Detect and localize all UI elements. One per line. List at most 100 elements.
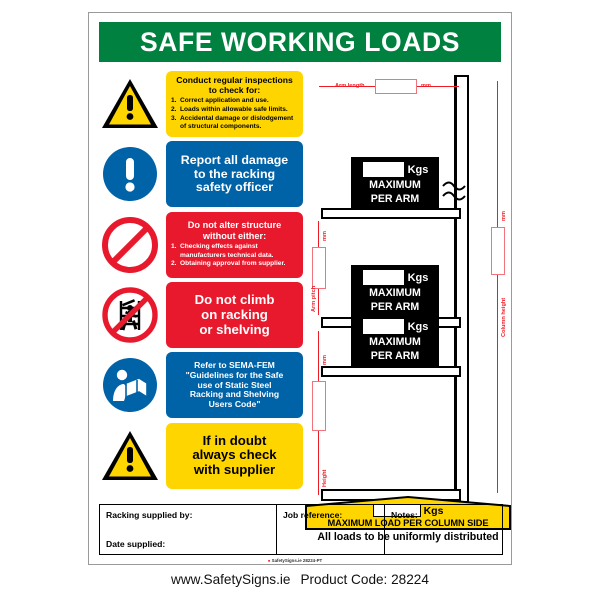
upright-column-fill (456, 77, 467, 501)
max-load-plate: Kgs MAXIMUM PER ARM (351, 314, 439, 366)
break-symbol-icon (442, 181, 466, 201)
warning-triangle-icon (99, 425, 161, 487)
list-text: Obtaining approval from supplier. (180, 260, 286, 268)
arm-length-value-field[interactable] (375, 79, 417, 94)
load-value-field[interactable] (361, 161, 405, 179)
arm-pitch-value-field[interactable] (312, 247, 326, 289)
racking-diagram: Kgs MAXIMUM PER ARM Kgs MAXIMUM PER ARM (309, 69, 507, 503)
plate-line1: MAXIMUM (369, 287, 421, 300)
load-value-field[interactable] (361, 269, 405, 287)
message-line: Racking and Shelving (189, 389, 280, 400)
arm-length-label: Arm length (335, 82, 365, 89)
message-line: to the racking (193, 166, 276, 181)
list-item: 1.Correct application and use. (171, 97, 298, 106)
message-title-line2: without either: (202, 230, 267, 241)
plate-line2: PER ARM (370, 300, 420, 313)
notes-label: Notes: (391, 510, 418, 520)
kgs-label: Kgs (423, 504, 444, 517)
alter-conditions-list: 1.Checking effects against manufacturers… (171, 243, 298, 269)
instruction-row: Refer to SEMA-FEM "Guidelines for the Sa… (99, 350, 303, 420)
message-line: always check (192, 447, 277, 463)
list-text: Loads within allowable safe limits. (180, 106, 288, 114)
job-reference-label: Job reference: (283, 510, 343, 520)
instruction-row: Do not climb on racking or shelving (99, 280, 303, 350)
max-load-plate: Kgs MAXIMUM PER ARM (351, 265, 439, 317)
message-line: or shelving (199, 321, 270, 337)
message-line: on racking (201, 306, 268, 322)
list-number: 2. (171, 260, 177, 268)
do-not-alter-message: Do not alter structure without either: 1… (166, 211, 303, 278)
sema-fem-message: Refer to SEMA-FEM "Guidelines for the Sa… (166, 352, 303, 419)
racking-supplied-by-box[interactable]: Racking supplied by: Date supplied: (99, 504, 277, 555)
kgs-label: Kgs (407, 271, 429, 284)
message-line: Do not climb (194, 291, 275, 307)
list-item: 3.Accidental damage or dislodgement of s… (171, 115, 298, 132)
column-height-label: Column height (501, 297, 507, 337)
do-not-climb-message: Do not climb on racking or shelving (166, 282, 303, 349)
kgs-label: Kgs (407, 320, 429, 333)
warning-triangle-icon (99, 73, 161, 135)
load-value-field[interactable] (361, 318, 405, 336)
message-line: Users Code" (208, 398, 261, 409)
inspections-list: 1.Correct application and use. 2.Loads w… (171, 97, 298, 132)
arm-pitch-unit: mm (322, 231, 328, 241)
rack-base-arm-fill (323, 491, 459, 499)
safety-sign-card: SAFE WORKING LOADS Condu (88, 12, 512, 565)
list-item: 2.Loads within allowable safe limits. (171, 106, 298, 115)
rack-arm-fill (323, 368, 459, 375)
smallprint-text: SafetySigns.ie 28224-PT (271, 558, 323, 563)
message-title-line1: Conduct regular inspections (176, 75, 293, 86)
supplier-form: Racking supplied by: Date supplied: Job … (99, 504, 503, 555)
message-line: "Guidelines for the Safe (185, 370, 284, 381)
arm-length-unit: mm (421, 82, 431, 89)
banner-subtitle: MAXIMUM LOAD PER COLUMN SIDE (327, 518, 489, 528)
list-number: 2. (171, 106, 177, 114)
rack-arm-fill (323, 210, 459, 217)
sign-body: Conduct regular inspections to check for… (99, 69, 507, 503)
kgs-label: Kgs (407, 163, 429, 176)
instruction-row: Report all damage to the racking safety … (99, 139, 303, 209)
notes-box[interactable]: Notes: (385, 504, 503, 555)
height-value-field[interactable] (312, 381, 326, 431)
list-item: 1.Checking effects against manufacturers… (171, 243, 298, 260)
column-height-unit: mm (501, 211, 507, 221)
list-text: Accidental damage or dislodgement of str… (180, 114, 294, 131)
message-line: safety officer (195, 180, 274, 195)
job-reference-box[interactable]: Job reference: (277, 504, 385, 555)
list-number: 1. (171, 97, 177, 105)
instruction-row: Do not alter structure without either: 1… (99, 210, 303, 280)
message-title-line2: to check for: (208, 84, 261, 95)
no-climbing-racking-icon (99, 284, 161, 346)
uniform-distribution-note: All loads to be uniformly distributed (317, 531, 499, 543)
prohibition-icon (99, 214, 161, 276)
website-label: www.SafetySigns.ie (171, 572, 291, 587)
date-supplied-label: Date supplied: (106, 539, 166, 549)
read-instructions-icon (99, 354, 161, 416)
list-text: Checking effects against manufacturers t… (180, 243, 274, 259)
instruction-row: If in doubt always check with supplier (99, 421, 303, 491)
message-title-line1: Do not alter structure (187, 220, 282, 231)
product-code-label: Product Code: (300, 572, 388, 587)
sign-smallprint: ● SafetySigns.ie 28224-PT (89, 558, 501, 563)
list-number: 3. (171, 114, 177, 122)
instruction-row: Conduct regular inspections to check for… (99, 69, 303, 139)
message-line: Refer to SEMA-FEM (194, 360, 275, 371)
max-load-plate: Kgs MAXIMUM PER ARM (351, 157, 439, 209)
arm-pitch-label: Arm pitch (310, 285, 317, 312)
column-load-banner-area: Kgs MAXIMUM LOAD PER COLUMN SIDE All loa… (99, 492, 511, 543)
instructions-column: Conduct regular inspections to check for… (99, 69, 303, 491)
brand-dot-icon: ● (267, 558, 271, 563)
inspections-message: Conduct regular inspections to check for… (166, 71, 303, 138)
sign-header: SAFE WORKING LOADS (99, 22, 501, 62)
message-line: Report all damage (180, 152, 289, 167)
message-line: use of Static Steel (197, 379, 272, 390)
report-damage-message: Report all damage to the racking safety … (166, 141, 303, 208)
plate-line2: PER ARM (370, 349, 420, 362)
column-height-value-field[interactable] (491, 227, 505, 275)
message-line: If in doubt (202, 432, 267, 448)
plate-line2: PER ARM (370, 192, 420, 205)
if-in-doubt-message: If in doubt always check with supplier (166, 422, 303, 489)
height-unit: mm (322, 355, 328, 365)
